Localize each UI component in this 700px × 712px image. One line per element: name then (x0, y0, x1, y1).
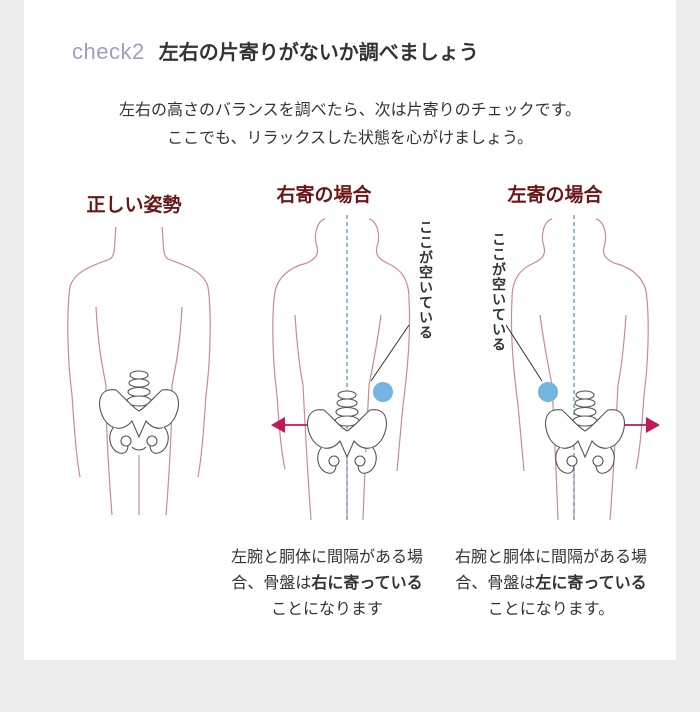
caption-left-shift: 右腕と胴体に間隔がある場合、骨盤は左に寄っていることになります。 (448, 544, 654, 622)
pelvis-skeleton (544, 390, 626, 474)
caption-right-text-2: ことになります (270, 599, 383, 618)
intro-line-1: 左右の高さのバランスを調べたら、次は片寄りのチェックです。 (118, 100, 582, 119)
note-gap-left: ここが空いている (490, 232, 506, 352)
figure-left-shift (505, 215, 660, 523)
section-heading: check2 左右の片寄りがないか調べましょう (72, 36, 479, 65)
caption-right-text-1: 左腕と胴体に間隔がある場合、骨盤は (230, 547, 423, 592)
note-gap-right: ここが空いている (417, 220, 433, 340)
figure-right-shift (271, 215, 411, 523)
pointer-line (505, 324, 543, 382)
circle-marker-icon (538, 382, 558, 402)
label-right-shift: 右寄の場合 (276, 184, 372, 206)
caption-left-bold: 左に寄っている (535, 573, 647, 592)
pelvis-skeleton (306, 390, 388, 474)
label-correct-posture: 正しい姿勢 (86, 194, 182, 216)
section-title: 左右の片寄りがないか調べましょう (158, 40, 479, 64)
caption-right-bold: 右に寄っている (311, 573, 423, 592)
caption-left-text-2: ことになります。 (487, 599, 615, 618)
label-left-shift: 左寄の場合 (507, 184, 603, 206)
pelvis-skeleton (98, 370, 180, 454)
caption-left-text-1: 右腕と胴体に間隔がある場合、骨盤は (454, 547, 647, 592)
circle-marker-icon (373, 382, 393, 402)
check-number: check2 (72, 39, 145, 64)
caption-right-shift: 左腕と胴体に間隔がある場合、骨盤は右に寄っていることになります (224, 544, 430, 622)
intro-line-2: ここでも、リラックスした状態を心がけましょう。 (166, 128, 534, 147)
pointer-line (370, 324, 410, 382)
figure-correct-posture (67, 226, 211, 516)
intro-text: 左右の高さのバランスを調べたら、次は片寄りのチェックです。 ここでも、リラックス… (24, 96, 676, 152)
content-card: check2 左右の片寄りがないか調べましょう 左右の高さのバランスを調べたら、… (24, 0, 676, 660)
